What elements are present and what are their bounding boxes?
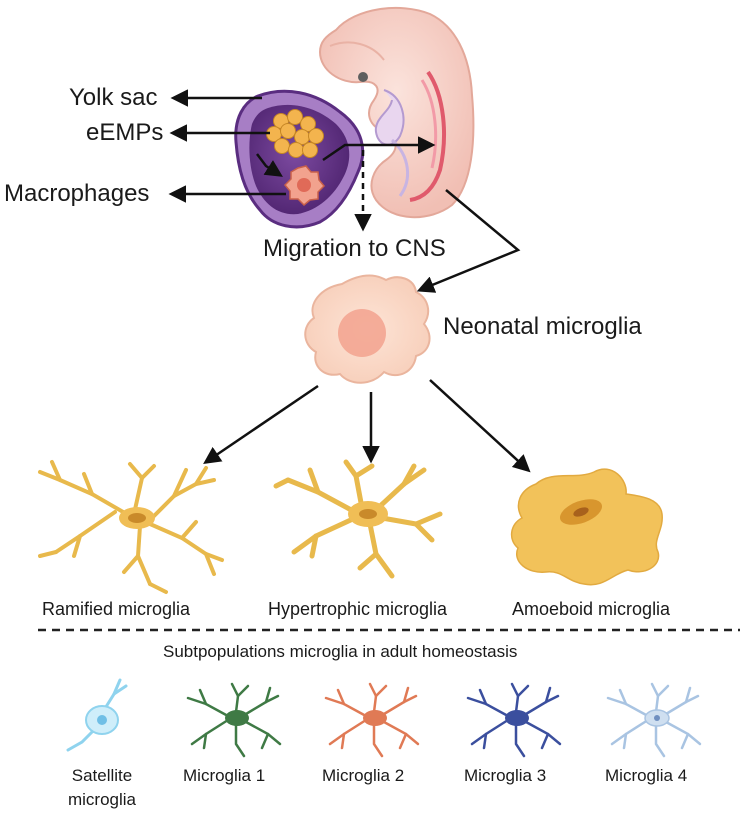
to-amoeboid-arrow [429,379,531,473]
embryo-head-fold [329,41,385,61]
embryo-to-neonatal-arrow [416,189,521,293]
eemps-label: eEMPs [86,119,164,146]
microglia-4-label: Microglia 4 [605,766,688,785]
microglia-3-label: Microglia 3 [464,766,547,785]
embryo-eye [358,72,368,82]
neural-tube [409,70,446,202]
ramified-microglia-cell [38,460,224,594]
microglia-1-label: Microglia 1 [183,766,266,785]
macrophages-label: Macrophages [4,180,150,207]
microglia-2-cell [324,682,420,758]
migration-label: Migration to CNS [263,235,446,262]
microglia-3-cell [466,682,562,758]
microglia-1-cell [186,682,282,758]
hypertrophic-nucleus [359,509,377,519]
subpopulations-title: Subtpopulations microglia in adult homeo… [163,642,518,661]
macrophage-cell [283,165,326,207]
embryo [318,6,475,219]
microglia-4-cell [606,682,702,758]
eemp-to-macrophage-arrow [256,153,283,177]
microglia-4-nucleus [654,715,660,721]
amoeboid-label: Amoeboid microglia [512,599,671,619]
neural-tube-inner [420,79,438,169]
yolk-sac-label: Yolk sac [69,84,158,111]
eemp-cluster [266,109,324,158]
hypertrophic-label: Hypertrophic microglia [268,599,448,619]
microglia-2-label: Microglia 2 [322,766,405,785]
hypertrophic-microglia-cell [273,459,443,579]
ramified-nucleus [128,513,146,523]
yolk-to-embryo-arrow [322,136,436,162]
to-ramified-arrow [203,384,319,464]
microglia-2-soma [363,710,387,726]
microglia-3-soma [505,710,529,726]
microglia-1-soma [225,710,249,726]
neonatal-microglia-cell [304,274,431,384]
ramified-label: Ramified microglia [42,599,191,619]
neonatal-microglia-label: Neonatal microglia [443,313,642,340]
satellite-label-line2: microglia [67,790,137,809]
satellite-label-line1: Satellite [71,766,133,785]
amoeboid-microglia-cell [510,468,663,586]
satellite-microglia-cell [66,678,128,752]
